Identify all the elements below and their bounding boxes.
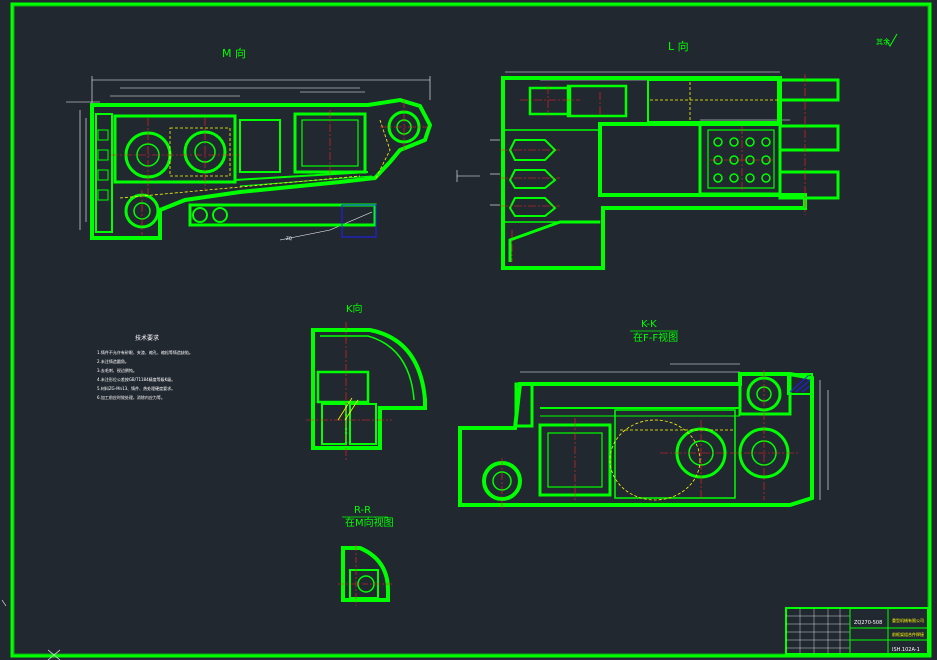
drawing-frame (10, 2, 932, 658)
title-block-part-name: 前框架组合件焊接 (892, 631, 924, 637)
svg-text:ZQ: ZQ (286, 236, 292, 241)
notes-line-1: 1.铸件不允许有砂眼、夹渣、缩孔、缩松等铸造缺陷。 (97, 349, 193, 355)
rr-section: R-R 在M向视图 (338, 505, 394, 606)
title-block-drawing-no: ZQ270-508 (854, 620, 882, 626)
notes-line-6: 6.加工前应时效处理，消除内应力等。 (97, 394, 165, 400)
l-view-body (501, 76, 840, 270)
surface-finish-mark: 其余 (876, 33, 898, 47)
ucs-icon (1, 599, 61, 660)
kk-section-subtitle: 在F-F视图 (633, 331, 678, 344)
l-view-hidden-lines (650, 82, 778, 122)
kk-section-dimensions (520, 363, 829, 500)
title-block: ZQ270-508 重型机械有限公司 前框架组合件焊接 ISH.102A-1 (785, 607, 929, 655)
l-view: L 向 (456, 39, 840, 270)
notes-line-4: 4.未注形位公差按GB/T1184精度等级K级。 (97, 376, 175, 382)
notes-line-5: 5.材料ZG-Mn13、铸件、热处理硬度要求。 (97, 385, 175, 391)
kk-section-body (458, 372, 814, 507)
m-view-hidden-lines (119, 119, 391, 199)
m-view: M 向 ZQ (66, 46, 433, 241)
drawing-frame-inner (13, 5, 929, 655)
kk-section-centerlines (501, 370, 800, 510)
kk-section-hidden-lines (609, 419, 735, 501)
kk-section-hatch (789, 375, 811, 393)
notes-line-3: 3.去毛刺、锐边倒钝。 (97, 367, 137, 373)
k-view-centerlines (306, 322, 392, 462)
kk-section: K-K 在F-F视图 (458, 319, 829, 510)
title-block-code: ISH.102A-1 (892, 647, 920, 653)
m-view-label: M 向 (222, 46, 246, 60)
notes-title: 技术要求 (135, 334, 159, 342)
k-view: K向 (306, 302, 427, 462)
rr-section-subtitle: 在M向视图 (345, 516, 394, 529)
l-view-label: L 向 (668, 39, 689, 53)
technical-notes: 技术要求 1.铸件不允许有砂眼、夹渣、缩孔、缩松等铸造缺陷。 2.未注铸造圆角。… (97, 334, 193, 400)
kk-section-title: K-K (641, 319, 657, 330)
rr-section-title: R-R (354, 505, 371, 516)
k-view-hidden-lines (337, 397, 359, 421)
m-view-section-box (341, 204, 377, 238)
l-view-centerlines (500, 74, 806, 262)
rr-section-centerlines (338, 545, 392, 606)
m-view-centerlines (110, 100, 428, 235)
k-view-label: K向 (346, 302, 363, 315)
title-block-company: 重型机械有限公司 (892, 617, 924, 623)
notes-line-2: 2.未注铸造圆角。 (97, 358, 129, 364)
surface-finish-label: 其余 (876, 37, 890, 46)
